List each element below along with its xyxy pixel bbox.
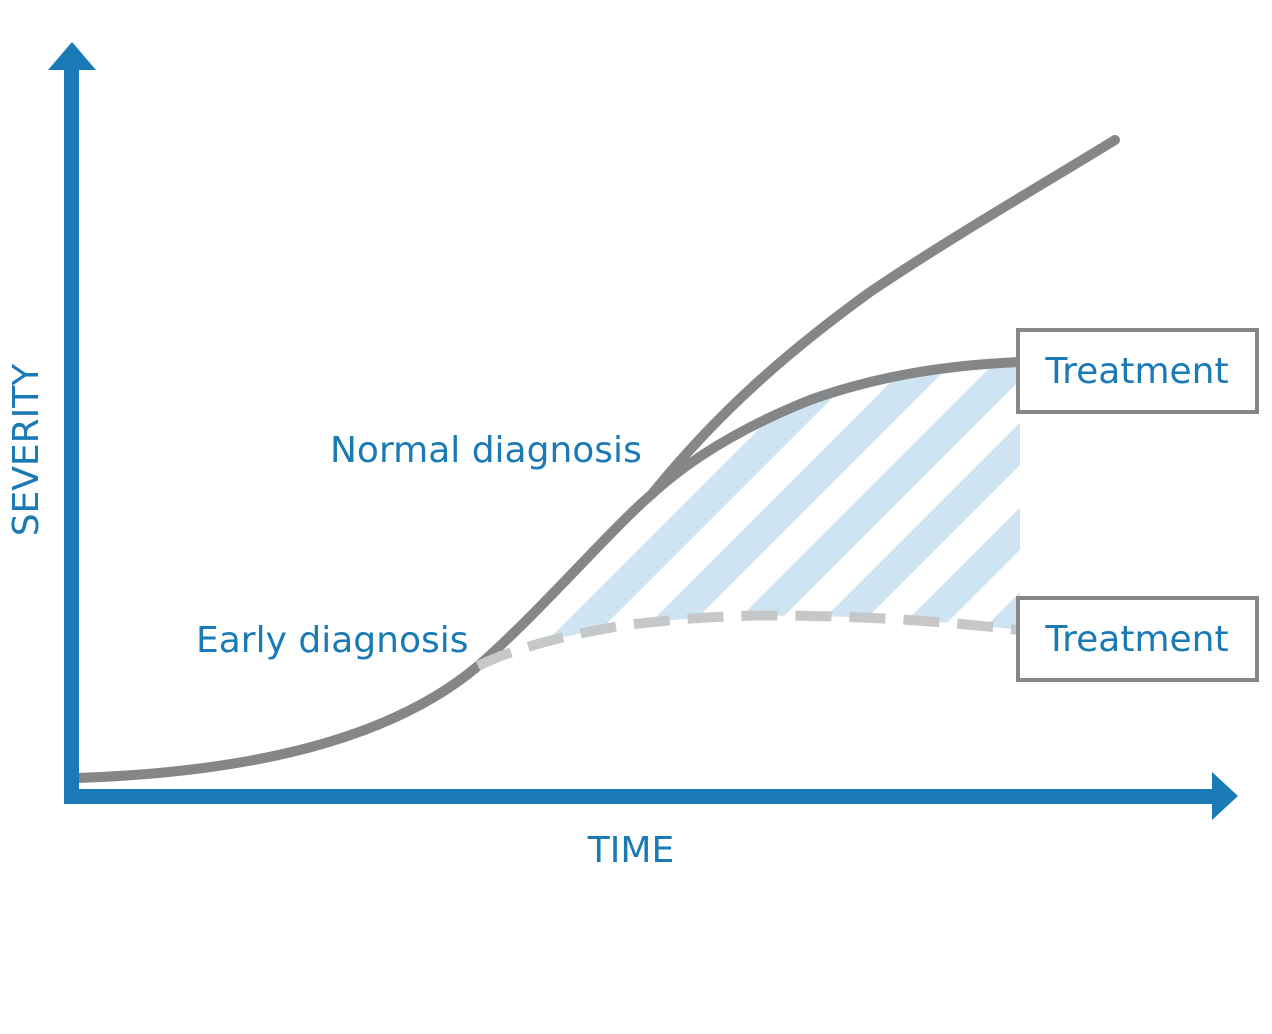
upper-treatment-label: Treatment	[1044, 351, 1228, 392]
upper-treatment-box	[1016, 328, 1259, 414]
y-axis-line	[64, 60, 79, 804]
x-axis-arrowhead	[1212, 772, 1238, 820]
treatment-benefit-area	[478, 362, 1020, 666]
early-treatment-curve	[475, 610, 1021, 671]
normal-treatment-curve	[647, 357, 1025, 499]
y-axis-label: SEVERITY	[6, 363, 47, 537]
normal-diagnosis-label: Normal diagnosis	[330, 430, 642, 471]
early-diagnosis-label: Early diagnosis	[196, 620, 468, 661]
x-axis-line	[64, 789, 1214, 804]
x-axis-label: TIME	[587, 830, 674, 871]
lower-treatment-label: Treatment	[1044, 619, 1228, 660]
lower-treatment-box	[1016, 596, 1259, 682]
y-axis-arrowhead	[48, 42, 96, 70]
